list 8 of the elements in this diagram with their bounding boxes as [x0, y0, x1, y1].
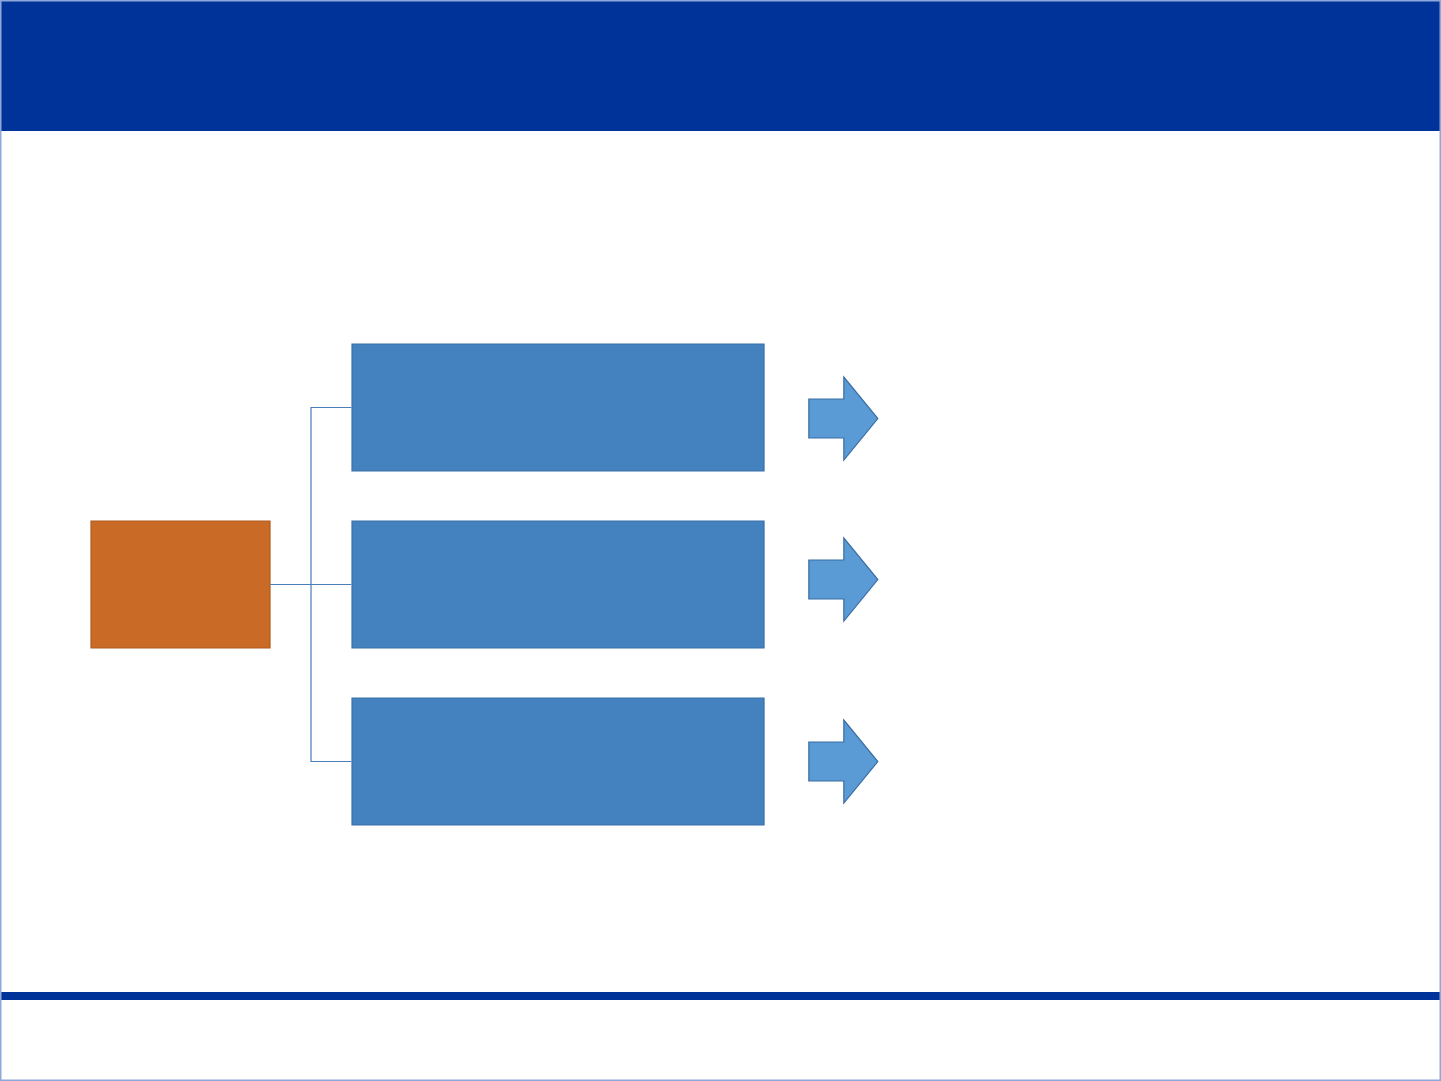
- block-arrow: [808, 718, 879, 805]
- process-box: [351, 520, 765, 649]
- block-arrow: [808, 375, 879, 462]
- process-box: [351, 343, 765, 472]
- connector-line: [270, 583, 352, 763]
- process-box: [90, 520, 271, 649]
- process-box: [351, 697, 765, 826]
- block-arrow: [808, 536, 879, 623]
